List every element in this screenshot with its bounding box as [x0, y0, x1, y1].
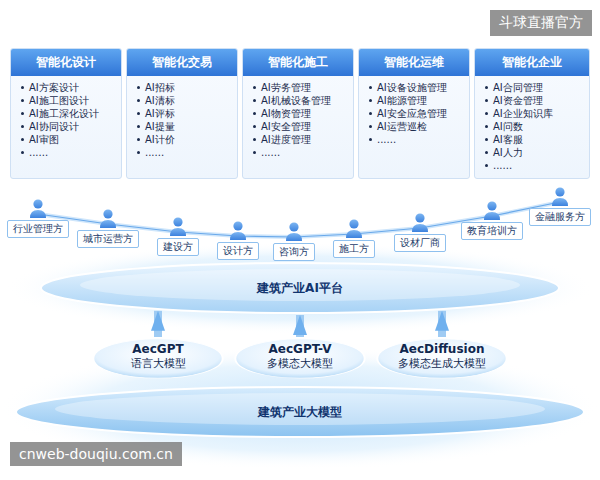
list-item: AI安全应急管理	[377, 107, 465, 120]
list-item: AI能源管理	[377, 94, 465, 107]
module-column: 智能化施工 AI劳务管理AI机械设备管理AI物资管理AI安全管理AI进度管理...…	[242, 48, 354, 179]
tag-text: 教育培训方	[467, 225, 517, 236]
tag-text: 咨询方	[279, 246, 309, 257]
list-item: ......	[29, 146, 117, 159]
stakeholder-tag: 教育培训方	[461, 222, 523, 240]
list-item: AI物资管理	[261, 107, 349, 120]
up-arrow	[296, 315, 304, 337]
column-header: 智能化企业	[475, 49, 589, 76]
list-item: AI劳务管理	[261, 81, 349, 94]
list-item: AI计价	[145, 133, 233, 146]
model-subtitle: 多模态大模型	[240, 357, 360, 371]
list-item: ......	[261, 146, 349, 159]
list-item: AI协同设计	[29, 120, 117, 133]
list-item: AI运营巡检	[377, 120, 465, 133]
watermark: 斗球直播官方	[490, 10, 592, 36]
model-name: AecGPT-V	[240, 342, 360, 357]
column-header: 智能化施工	[243, 49, 353, 76]
list-item: ......	[493, 159, 585, 172]
up-arrow	[154, 311, 162, 337]
list-item: AI施工图设计	[29, 94, 117, 107]
list-item: AI客服	[493, 133, 585, 146]
tag-text: 建设方	[163, 241, 193, 252]
model-disk: AecGPT-V多模态大模型	[234, 338, 366, 379]
stakeholder-tag: 金融服务方	[529, 208, 591, 226]
model-disk: AecDiffusion多模态生成大模型	[376, 338, 508, 379]
list-item: AI企业知识库	[493, 107, 585, 120]
model-name: AecDiffusion	[382, 342, 502, 357]
tag-text: 设计方	[223, 245, 253, 256]
tag-text: 施工方	[339, 243, 369, 254]
list-item: AI评标	[145, 107, 233, 120]
list-item: AI设备设施管理	[377, 81, 465, 94]
module-column: 智能化企业 AI合同管理AI资金管理AI企业知识库AI问数AI客服AI人力....…	[474, 48, 590, 179]
tag-text: 金融服务方	[535, 211, 585, 222]
stakeholder-tag: 城市运营方	[77, 230, 139, 248]
stakeholder-tag: 行业管理方	[7, 220, 69, 238]
model-name: AecGPT	[98, 342, 218, 357]
model-disk: AecGPT语言大模型	[92, 338, 224, 379]
tag-text: 设材厂商	[400, 237, 440, 248]
model-subtitle: 多模态生成大模型	[382, 357, 502, 371]
module-column: 智能化设计 AI方案设计AI施工图设计AI施工深化设计AI协同设计AI审图....…	[10, 48, 122, 179]
stakeholder-tag: 建设方	[157, 238, 199, 256]
disk-title: 建筑产业AI平台	[257, 280, 343, 297]
list-item: ......	[377, 133, 465, 146]
list-item: AI合同管理	[493, 81, 585, 94]
list-item: AI安全管理	[261, 120, 349, 133]
list-item: AI提量	[145, 120, 233, 133]
stakeholder-tag: 设材厂商	[394, 234, 446, 252]
column-header: 智能化交易	[127, 49, 237, 76]
list-item: AI方案设计	[29, 81, 117, 94]
platform-disk: 建筑产业AI平台	[40, 262, 560, 314]
tag-text: 行业管理方	[13, 223, 63, 234]
base-disk: 建筑产业大模型	[15, 386, 585, 438]
list-item: AI人力	[493, 146, 585, 159]
list-item: AI清标	[145, 94, 233, 107]
model-subtitle: 语言大模型	[98, 357, 218, 371]
up-arrow	[438, 311, 446, 337]
column-header: 智能化运维	[359, 49, 469, 76]
list-item: AI招标	[145, 81, 233, 94]
stakeholder-tag: 咨询方	[273, 243, 315, 261]
list-item: AI机械设备管理	[261, 94, 349, 107]
list-item: ......	[145, 146, 233, 159]
tag-text: 城市运营方	[83, 233, 133, 244]
list-item: AI施工深化设计	[29, 107, 117, 120]
list-item: AI资金管理	[493, 94, 585, 107]
list-item: AI审图	[29, 133, 117, 146]
module-column: 智能化交易 AI招标AI清标AI评标AI提量AI计价......	[126, 48, 238, 179]
disk-title: 建筑产业大模型	[258, 404, 342, 421]
stakeholder-tag: 施工方	[333, 240, 375, 258]
list-item: AI问数	[493, 120, 585, 133]
list-item: AI进度管理	[261, 133, 349, 146]
module-column: 智能化运维 AI设备设施管理AI能源管理AI安全应急管理AI运营巡检......	[358, 48, 470, 179]
stakeholder-tag: 设计方	[217, 242, 259, 260]
site-watermark: cnweb-douqiu.com.cn	[10, 442, 182, 466]
column-header: 智能化设计	[11, 49, 121, 76]
